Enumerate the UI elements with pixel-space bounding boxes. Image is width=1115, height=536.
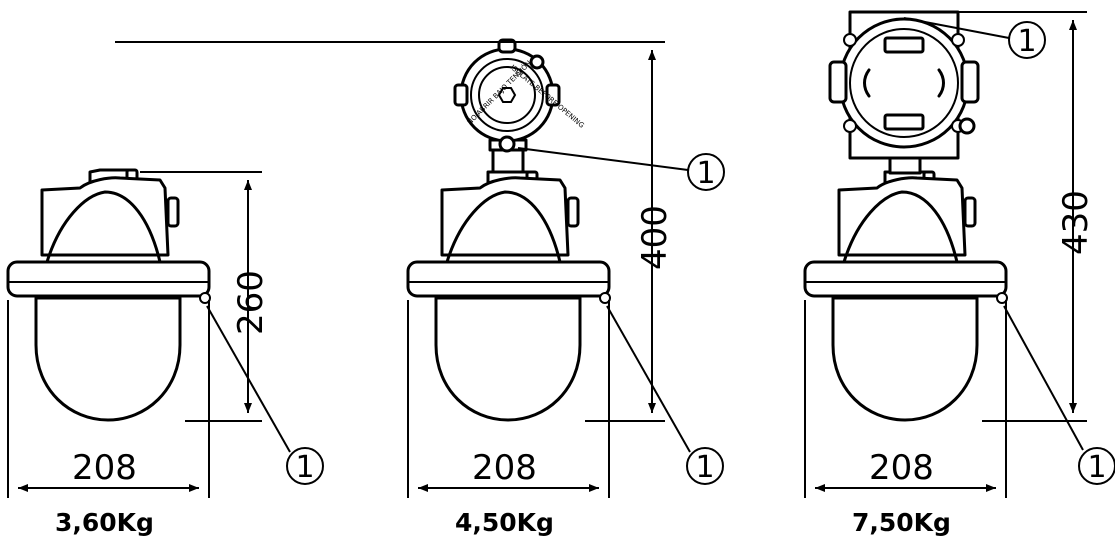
width-dimension: 208 [72, 448, 137, 488]
variant-2: ISOLATE BEFORE OPENING NO ABRIR BAJO TEN… [115, 38, 725, 536]
width-dimension: 208 [869, 448, 934, 488]
callout-number: 1 [1087, 450, 1106, 485]
height-dimension: 260 [231, 270, 271, 335]
height-dimension: 430 [1056, 190, 1096, 255]
callout-number: 1 [695, 450, 714, 485]
weight-label: 3,60Kg [55, 508, 154, 536]
variant-1: 260 208 1 3,60Kg [6, 168, 324, 536]
callout-number: 1 [1017, 24, 1036, 59]
weight-label: 7,50Kg [852, 508, 951, 536]
height-dimension: 400 [635, 205, 675, 270]
callout-number: 1 [696, 156, 715, 191]
callout-number: 1 [295, 450, 314, 485]
variant-3: 430 208 1 1 7,50Kg [803, 10, 1115, 536]
weight-label: 4,50Kg [455, 508, 554, 536]
width-dimension: 208 [472, 448, 537, 488]
